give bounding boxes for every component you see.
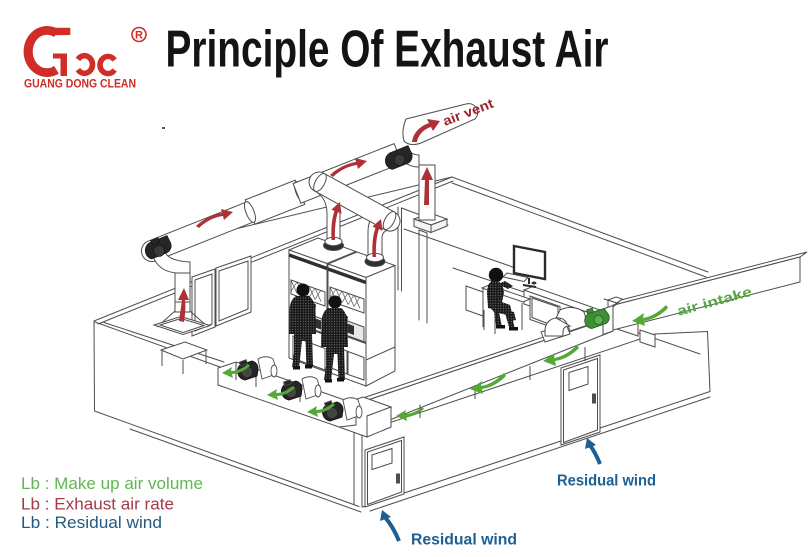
svg-text:Lb : Exhaust air rate: Lb : Exhaust air rate — [21, 496, 174, 514]
svg-text:Residual wind: Residual wind — [557, 473, 656, 490]
svg-text:Lb : Residual wind: Lb : Residual wind — [21, 514, 162, 532]
svg-text:Principle Of Exhaust Air: Principle Of Exhaust Air — [166, 21, 609, 79]
svg-text:Lb : Make up air volume: Lb : Make up air volume — [21, 475, 203, 493]
svg-text:R: R — [135, 30, 143, 42]
svg-text:GUANG DONG CLEAN: GUANG DONG CLEAN — [24, 77, 136, 91]
svg-text:Residual wind: Residual wind — [411, 532, 517, 549]
